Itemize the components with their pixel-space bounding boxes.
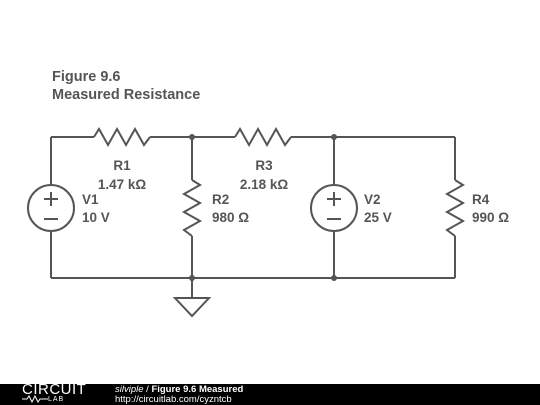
schematic-title-link[interactable]: Figure 9.6 Measured (151, 384, 244, 395)
footer-bar: CIRCUIT LAB silviple / Figure 9.6 Measur… (0, 382, 540, 405)
circuitlab-logo: CIRCUIT LAB (22, 382, 94, 404)
logo-top-text: CIRCUIT (22, 381, 87, 398)
r4-resistor (444, 179, 466, 237)
v1-value-label: 10 V (82, 210, 110, 225)
figure-title: Figure 9.6 (52, 69, 121, 85)
r3-value-label: 2.18 kΩ (240, 177, 289, 192)
r3-resistor (234, 126, 292, 148)
r2-resistor (181, 179, 203, 237)
r1-value-label: 1.47 kΩ (98, 177, 147, 192)
r2-value-label: 980 Ω (212, 210, 249, 225)
r1-resistor (93, 126, 151, 148)
author-link[interactable]: silviple (115, 384, 144, 395)
v2-value-label: 25 V (364, 210, 392, 225)
v1-name-label: V1 (82, 192, 99, 207)
figure-subtitle: Measured Resistance (52, 87, 201, 103)
r3-name-label: R3 (255, 158, 273, 173)
credit-separator: / (143, 384, 152, 395)
r4-name-label: R4 (472, 192, 490, 207)
figure-title-block: Figure 9.6 Measured Resistance (52, 68, 200, 104)
schematic-url-link[interactable]: http://circuitlab.com/cyzntcb (115, 394, 232, 405)
r2-name-label: R2 (212, 192, 229, 207)
logo-bottom-row: LAB (22, 394, 65, 404)
circuit-schematic: R1 1.47 kΩ R3 2.18 kΩ R2 980 Ω V1 10 V V… (27, 126, 509, 318)
ground-symbol (172, 297, 212, 318)
resistor-logo-icon (22, 394, 48, 404)
v2-voltage-source (310, 184, 358, 232)
r4-value-label: 990 Ω (472, 210, 509, 225)
footer-credit: silviple / Figure 9.6 Measured http://ci… (115, 385, 243, 405)
v2-name-label: V2 (364, 192, 381, 207)
logo-bottom-text: LAB (48, 395, 65, 403)
r1-name-label: R1 (113, 158, 131, 173)
v1-voltage-source (27, 184, 75, 232)
junction-nodes (189, 134, 337, 281)
